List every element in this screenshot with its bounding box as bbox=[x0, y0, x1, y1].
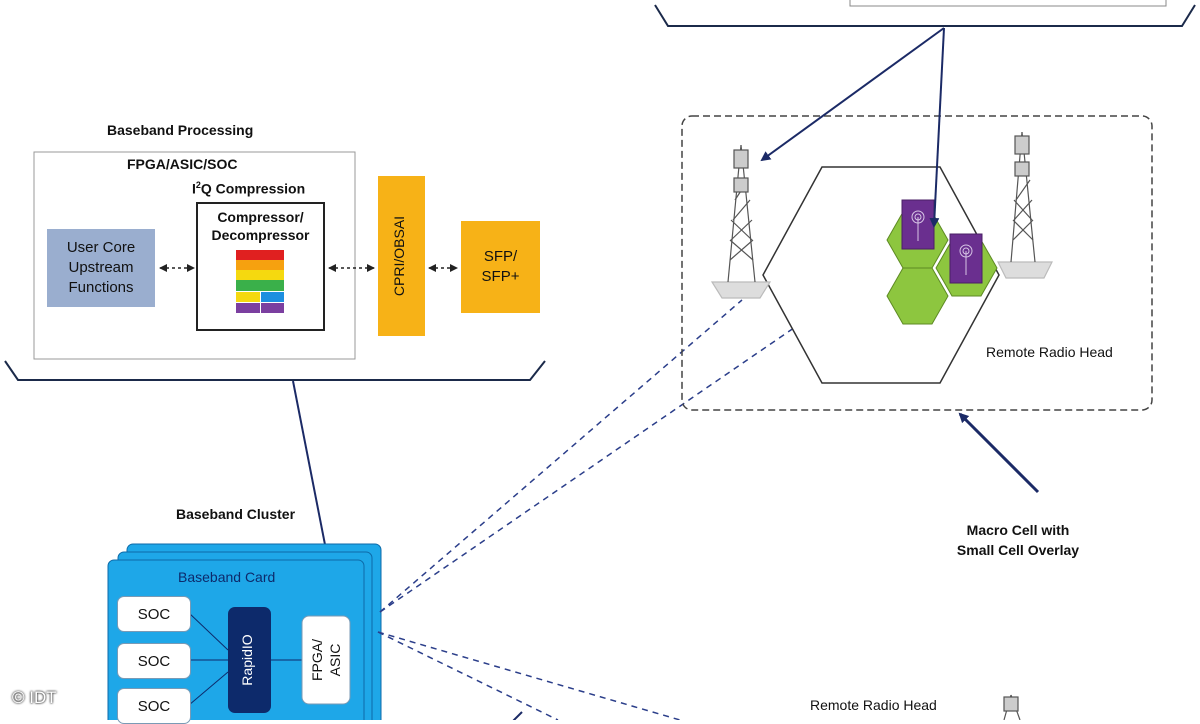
copyright-watermark: © IDT bbox=[12, 688, 57, 707]
remote-radio-head-label: Remote Radio Head bbox=[986, 344, 1113, 360]
cell-tower-right-icon bbox=[997, 131, 1053, 279]
baseband-cluster-title: Baseband Cluster bbox=[176, 506, 296, 522]
top-tray-bracket bbox=[654, 4, 1196, 27]
soc-box: SOC bbox=[117, 643, 191, 679]
baseband-tray-bracket bbox=[4, 360, 546, 381]
top-tray-box bbox=[849, 0, 1167, 7]
macro-cell-region bbox=[681, 115, 1153, 411]
macro-cell-hexagon bbox=[762, 166, 1000, 384]
remote-radio-head-bottom-label: Remote Radio Head bbox=[810, 697, 937, 713]
baseband-card-label: Baseband Card bbox=[178, 569, 276, 585]
user-core-label: User Core Upstream Functions bbox=[66, 239, 136, 296]
arrow-tray-to-small-cell bbox=[929, 27, 945, 228]
user-core-box bbox=[47, 229, 155, 307]
compression-label: I2Q Compression bbox=[192, 180, 306, 197]
cpri-box bbox=[378, 176, 425, 336]
arrow-macro-caption bbox=[958, 412, 1040, 494]
arrow-tray-to-tower bbox=[760, 27, 945, 162]
fpga-asic-box bbox=[301, 615, 351, 705]
small-cell-rrh-icon-2 bbox=[949, 233, 983, 284]
soc-box: SOC bbox=[117, 596, 191, 632]
baseband-processing-title: Baseband Processing bbox=[107, 122, 254, 138]
cell-tower-bottom-icon bbox=[1003, 694, 1021, 720]
fpga-asic-soc-label: FPGA/ASIC/SOC bbox=[127, 156, 238, 172]
small-cell-rrh-icon-1 bbox=[901, 199, 935, 250]
soc-box: SOC bbox=[117, 688, 191, 724]
sfp-label: SFP/ SFP+ bbox=[481, 248, 520, 285]
compressor-label: Compressor/ Decompressor bbox=[211, 209, 310, 243]
rapidio-label: RapidIO bbox=[239, 634, 255, 686]
compression-bars-icon bbox=[236, 250, 284, 313]
sfp-box bbox=[461, 221, 540, 313]
macro-cell-caption: Macro Cell with Small Cell Overlay bbox=[956, 522, 1080, 558]
rapidio-box bbox=[228, 607, 271, 713]
fpga-asic-label: FPGA/ ASIC bbox=[309, 639, 343, 682]
arrow-bottom-partial bbox=[512, 711, 523, 720]
cpri-label: CPRI/OBSAI bbox=[391, 215, 407, 297]
cell-tower-left-icon bbox=[710, 144, 772, 299]
